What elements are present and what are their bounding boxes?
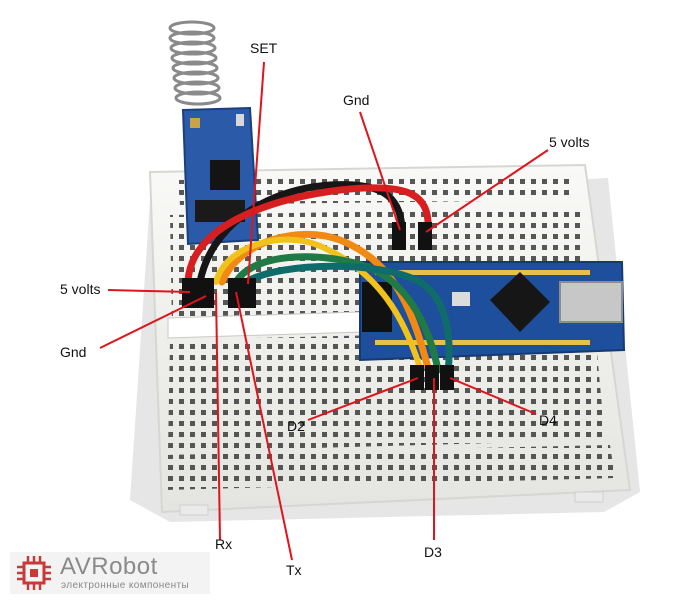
annotation-lines: [99, 61, 549, 561]
label-5v-left: 5 volts: [60, 281, 101, 297]
spring-antenna: [168, 20, 222, 106]
usb-connector: [559, 281, 623, 323]
line-set: [247, 61, 265, 285]
wire-red-top: [184, 184, 432, 286]
label-set: SET: [250, 40, 278, 56]
line-gnd-left: [99, 295, 207, 349]
wire-yellow: [213, 236, 423, 371]
line-d2: [307, 377, 419, 421]
logo-title: AVRobot: [60, 553, 158, 580]
line-d4: [449, 377, 537, 415]
wire-black-top: [196, 181, 406, 286]
line-gnd-top: [359, 111, 401, 231]
line-5v-top: [425, 149, 549, 233]
logo-subtitle: электронные компоненты: [61, 580, 190, 591]
label-d2: D2: [287, 418, 305, 434]
label-rx: Rx: [215, 536, 233, 552]
connector-housings: [182, 222, 454, 390]
wire-orange: [218, 230, 432, 372]
label-d3: D3: [424, 544, 442, 560]
mcu-chip: [490, 272, 550, 332]
rf-module: [168, 20, 260, 246]
avrobot-logo: AVRobot электронные компоненты: [10, 552, 210, 594]
jumper-wires: [184, 181, 453, 376]
label-tx: Tx: [286, 562, 302, 578]
line-5v-left: [107, 289, 191, 293]
breadboard-bottom-rail: [165, 445, 615, 490]
wire-teal: [242, 262, 453, 376]
label-d4: D4: [539, 412, 557, 428]
label-gnd-top: Gnd: [343, 92, 370, 108]
line-rx: [215, 291, 221, 541]
chip-icon: [17, 556, 51, 590]
label-gnd-left: Gnd: [60, 344, 87, 360]
label-5v-top: 5 volts: [549, 134, 590, 150]
line-tx: [235, 291, 293, 561]
